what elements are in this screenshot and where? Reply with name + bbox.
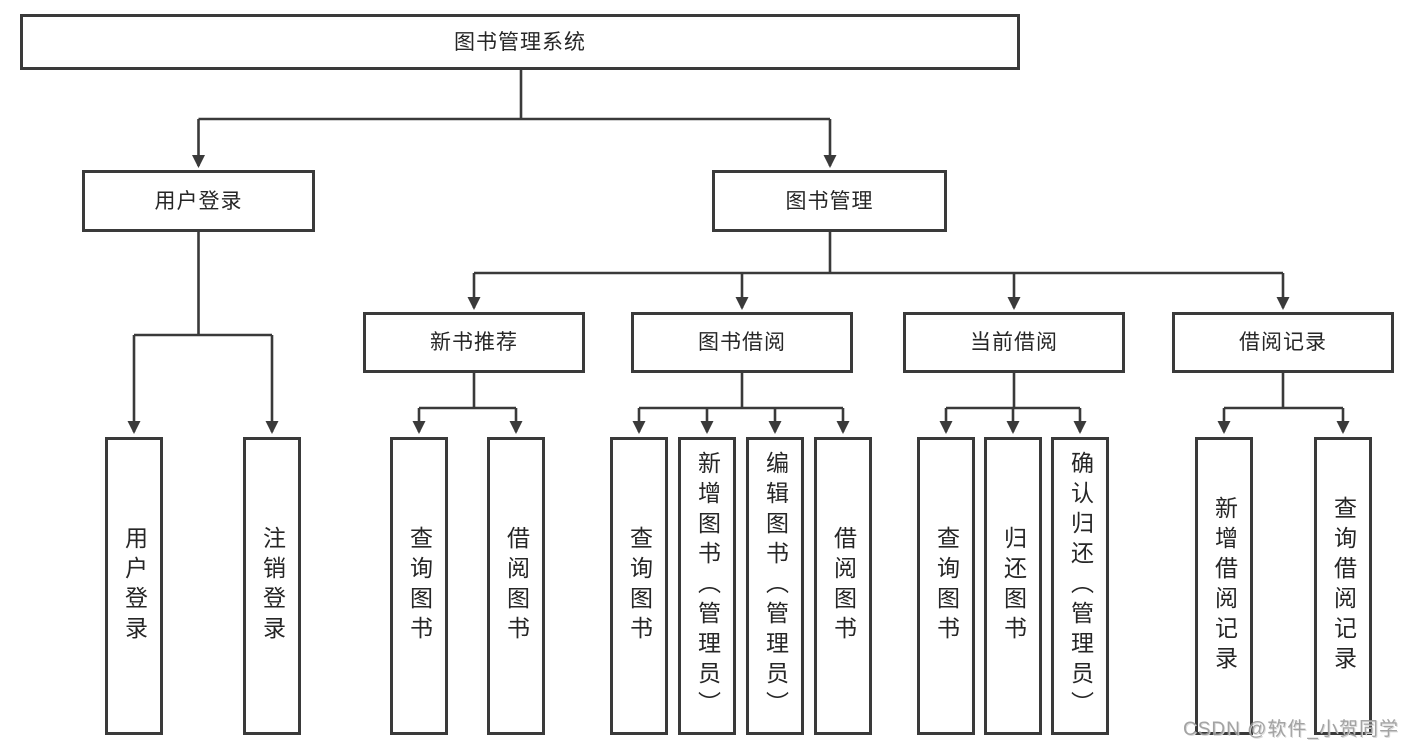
leaf-br-add-record: 新增借阅记录 bbox=[1195, 437, 1253, 735]
leaf-nbr-query-book: 查询图书 bbox=[390, 437, 448, 735]
leaf-bb-query-book: 查询图书 bbox=[610, 437, 668, 735]
leaf-bb-edit-book-admin: 编辑图书（管理员） bbox=[746, 437, 804, 735]
node-book-borrow: 图书借阅 bbox=[631, 312, 853, 373]
leaf-nbr-borrow-book: 借阅图书 bbox=[487, 437, 545, 735]
node-borrow-records: 借阅记录 bbox=[1172, 312, 1394, 373]
leaf-user-login: 用户登录 bbox=[105, 437, 163, 735]
leaf-bb-add-book-admin: 新增图书（管理员） bbox=[678, 437, 736, 735]
leaf-cb-confirm-return-admin: 确认归还（管理员） bbox=[1051, 437, 1109, 735]
leaf-br-query-record: 查询借阅记录 bbox=[1314, 437, 1372, 735]
node-new-book-recommend: 新书推荐 bbox=[363, 312, 585, 373]
leaf-bb-borrow-book: 借阅图书 bbox=[814, 437, 872, 735]
node-current-borrow: 当前借阅 bbox=[903, 312, 1125, 373]
leaf-cb-return-book: 归还图书 bbox=[984, 437, 1042, 735]
node-user-login: 用户登录 bbox=[82, 170, 315, 232]
node-root: 图书管理系统 bbox=[20, 14, 1020, 70]
watermark: CSDN @软件_小贺同学 bbox=[1183, 719, 1399, 740]
node-book-management: 图书管理 bbox=[712, 170, 947, 232]
leaf-logout: 注销登录 bbox=[243, 437, 301, 735]
leaf-cb-query-book: 查询图书 bbox=[917, 437, 975, 735]
